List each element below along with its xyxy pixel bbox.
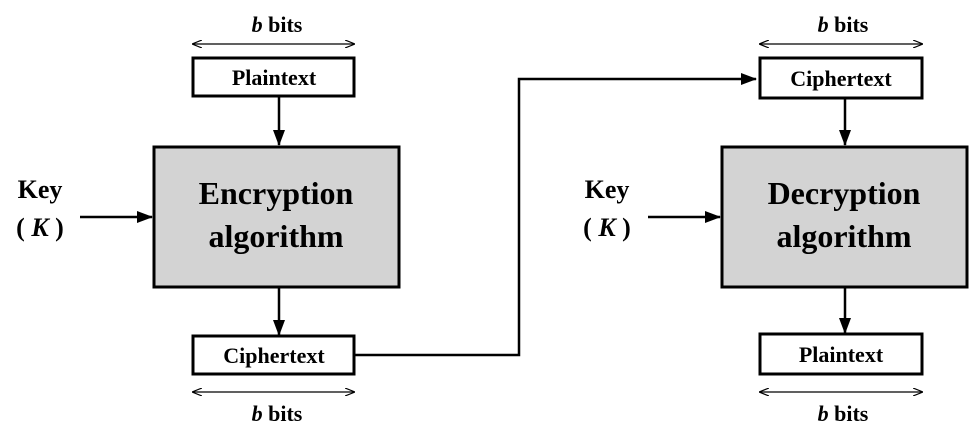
encryption-algorithm-title: Encryption xyxy=(199,175,354,211)
decryption-algorithm-box xyxy=(720,145,969,289)
dec-bottom-width-label: b bits xyxy=(818,401,869,426)
decryption-algorithm-title: Decryption xyxy=(768,175,921,211)
enc-bottom-width-label: b bits xyxy=(252,401,303,426)
enc-plaintext-box xyxy=(191,56,356,98)
enc-key-label: Key xyxy=(18,175,63,204)
encryption-algorithm-box xyxy=(152,145,401,289)
enc-key-symbol: ( K ) xyxy=(16,213,64,242)
enc-ciphertext-label: Ciphertext xyxy=(223,343,325,368)
dec-top-width-label: b bits xyxy=(818,12,869,37)
dec-key-label: Key xyxy=(585,175,630,204)
enc-ciphertext-box xyxy=(191,334,356,376)
enc-top-width-label: b bits xyxy=(252,12,303,37)
encryption-algorithm-subtitle: algorithm xyxy=(208,218,343,254)
dec-key-symbol: ( K ) xyxy=(583,213,631,242)
dec-ciphertext-box xyxy=(758,56,924,100)
ciphertext-transfer-arrow xyxy=(354,73,757,357)
dec-plaintext-box xyxy=(758,332,924,376)
decryption-algorithm-subtitle: algorithm xyxy=(776,218,911,254)
dec-plaintext-label: Plaintext xyxy=(799,342,884,367)
dec-ciphertext-label: Ciphertext xyxy=(790,66,892,91)
enc-plaintext-label: Plaintext xyxy=(232,65,317,90)
